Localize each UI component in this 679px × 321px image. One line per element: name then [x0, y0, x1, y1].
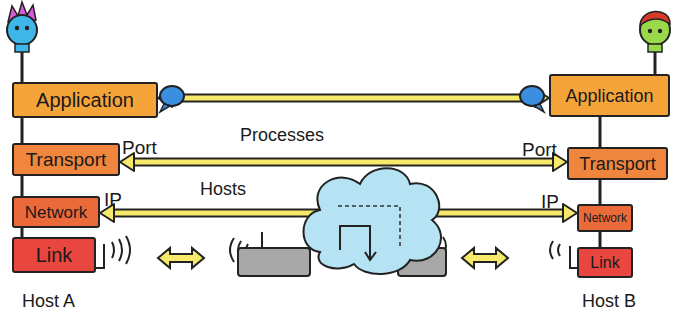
layer-name: Transport: [579, 155, 655, 173]
layer-name: Network: [25, 204, 87, 221]
bidirectional-arrow: [120, 153, 567, 171]
layer-box: Transport: [12, 143, 120, 176]
router: [238, 248, 310, 276]
stack-line: [22, 176, 23, 196]
layer-box: Network: [577, 204, 633, 232]
router: [398, 248, 446, 276]
layer-label: Port: [122, 138, 157, 157]
link-arrow: [158, 248, 508, 268]
host-b-character: [640, 11, 670, 74]
layer-name: Link: [36, 245, 73, 265]
layer-name: Application: [36, 90, 134, 110]
layer-label: Host B: [582, 292, 636, 310]
host-a-character: [7, 2, 37, 82]
layer-label: IP: [541, 192, 559, 211]
bidirectional-arrow: [158, 89, 549, 107]
layer-box: Network: [12, 196, 100, 228]
layer-box: Application: [549, 74, 670, 117]
stack-line: [600, 117, 601, 147]
wireless-waves: [96, 232, 577, 268]
layer-label: Host A: [22, 292, 75, 310]
layer-name: Application: [565, 87, 653, 105]
layer-name: Link: [590, 255, 619, 271]
layer-name: Transport: [26, 150, 107, 169]
layer-box: Link: [12, 237, 96, 273]
layer-label: IP: [104, 190, 122, 209]
network-cloud: [304, 168, 441, 274]
layer-box: Transport: [567, 147, 668, 180]
stack-line: [600, 232, 601, 247]
stack-line: [600, 180, 601, 204]
layer-name: Network: [583, 212, 627, 224]
edge-label: Processes: [240, 126, 324, 144]
stack-line: [22, 118, 23, 143]
bidirectional-arrow: [100, 204, 577, 222]
speech-bubble: [160, 86, 184, 112]
speech-bubble: [520, 86, 544, 112]
layer-box: Application: [12, 82, 158, 118]
stack-line: [22, 228, 23, 237]
layer-label: Port: [522, 140, 557, 159]
layer-box: Link: [577, 247, 633, 278]
edge-label: Hosts: [200, 180, 246, 198]
